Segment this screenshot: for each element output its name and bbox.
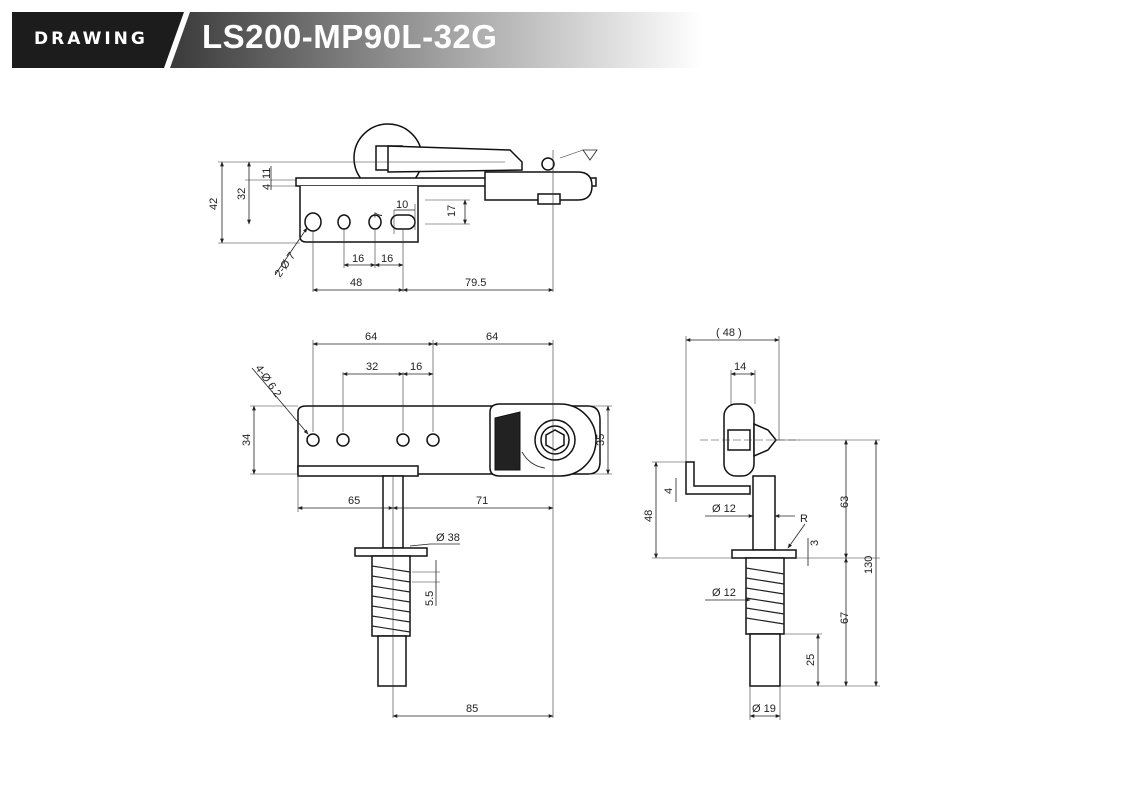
dim-side-67: 67 — [839, 612, 851, 624]
dim-top-17: 17 — [446, 205, 458, 217]
dim-front-32: 32 — [366, 361, 378, 373]
dim-front-35: 35 — [595, 434, 607, 446]
dim-front-5-5: 5.5 — [424, 591, 436, 606]
front-hole-3 — [396, 433, 410, 447]
dim-side-25: 25 — [805, 654, 817, 666]
front-spring — [371, 555, 411, 637]
dim-top-79-5: 79.5 — [465, 277, 486, 289]
dim-top-32: 32 — [236, 188, 248, 200]
front-hole-2 — [336, 433, 350, 447]
front-hole-4 — [426, 433, 440, 447]
dim-front-64a: 64 — [365, 331, 377, 343]
side-pin-tip — [749, 633, 781, 687]
header-background — [12, 12, 702, 68]
side-pin-shaft — [752, 475, 776, 551]
dim-top-48: 48 — [350, 277, 362, 289]
hex-socket-icon — [545, 429, 565, 451]
slot-hole — [390, 214, 416, 230]
dim-top-42: 42 — [208, 198, 220, 210]
header-model-number: LS200-MP90L-32G — [202, 18, 498, 55]
dim-side-63: 63 — [839, 496, 851, 508]
dim-top-holes: 2-Ø 7 — [273, 250, 299, 279]
front-view: 64 64 32 16 4-Ø 6.2 34 35 65 71 Ø 38 5.5… — [241, 331, 612, 718]
front-plate-flange — [297, 465, 419, 477]
dim-side-r: R — [800, 513, 808, 525]
dim-top-16a: 16 — [352, 253, 364, 265]
front-hole-1 — [306, 433, 320, 447]
hole-3 — [368, 214, 382, 230]
dim-front-71: 71 — [476, 495, 488, 507]
side-knob — [753, 422, 777, 458]
head-lug — [537, 193, 561, 205]
hole-1 — [304, 212, 322, 232]
head-top — [484, 171, 593, 201]
rotate-arrow-icon — [521, 451, 546, 469]
dim-top-16b: 16 — [381, 253, 393, 265]
dim-side-12a: Ø 12 — [712, 503, 736, 515]
dim-top-11: 11 — [261, 168, 273, 179]
knob-top — [541, 157, 555, 171]
front-flange-washer — [354, 547, 428, 557]
hole-2 — [337, 214, 351, 230]
dim-top-4: 4 — [261, 184, 273, 190]
dim-front-holes: 4-Ø 6.2 — [253, 363, 284, 400]
side-view: ( 48 ) 14 4 48 Ø 12 R 3 63 130 Ø 12 67 2… — [643, 327, 880, 720]
dim-side-12b: Ø 12 — [712, 587, 736, 599]
dim-side-130: 130 — [863, 556, 875, 574]
header-banner: DRAWING LS200-MP90L-32G — [12, 12, 702, 68]
dim-front-38: Ø 38 — [436, 532, 460, 544]
dim-side-48: 48 — [643, 510, 655, 522]
dim-front-34: 34 — [241, 434, 253, 446]
surface-symbol-icon — [582, 149, 598, 161]
dim-side-4: 4 — [663, 488, 675, 494]
top-plate-edge — [295, 177, 597, 187]
logo-badge-icon — [494, 411, 521, 471]
dim-side-19: Ø 19 — [752, 703, 776, 715]
top-view: 42 32 4 11 17 7 10 2-Ø 7 16 16 48 79.5 — [208, 123, 598, 292]
dim-front-64b: 64 — [486, 331, 498, 343]
dim-side-14: 14 — [734, 361, 746, 373]
arm-top — [387, 145, 523, 173]
side-flange-washer — [731, 549, 797, 559]
dim-side-48p: ( 48 ) — [716, 327, 742, 339]
dim-side-3: 3 — [809, 540, 821, 546]
front-pin-tip — [377, 635, 407, 687]
dim-top-10: 10 — [396, 199, 408, 211]
dim-front-85: 85 — [466, 703, 478, 715]
side-bracket — [685, 461, 751, 495]
dim-top-7: 7 — [373, 212, 385, 218]
dim-front-16: 16 — [410, 361, 422, 373]
dim-front-65: 65 — [348, 495, 360, 507]
header-drawing-label: DRAWING — [34, 29, 148, 49]
bracket-body — [299, 186, 419, 243]
